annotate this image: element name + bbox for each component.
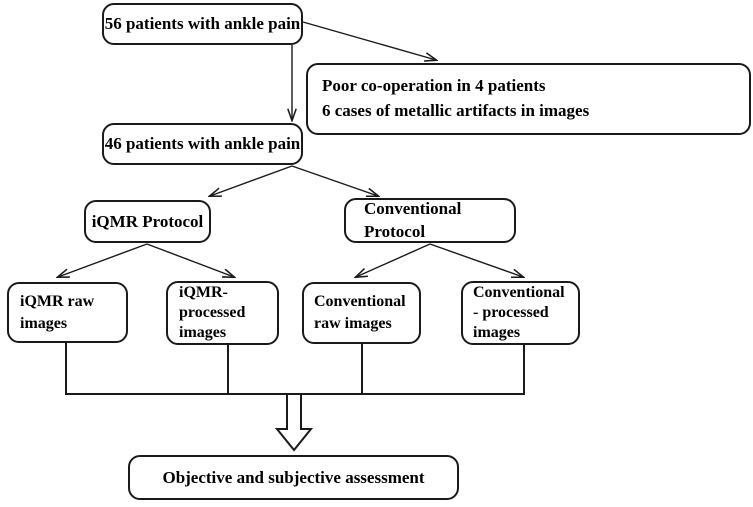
node-excluded-patients[interactable]: Poor co-operation in 4 patients 6 cases … (306, 63, 751, 135)
edge-included-to-iqmr-protocol (210, 165, 293, 196)
edge-included-to-conventional-protocol (291, 165, 378, 196)
node-conventional-protocol-line-2: Protocol (364, 221, 426, 241)
node-included-patients-line-1: 46 patients with ankle pain (104, 134, 301, 153)
node-iqmr-processed-images-line-1: iQMR- (179, 284, 228, 301)
node-total-patients-line-1: 56 patients with ankle pain (104, 14, 301, 33)
node-conventional-raw-images-line-2: raw images (314, 315, 392, 332)
node-iqmr-processed-images-line-3: images (179, 324, 227, 341)
node-conventional-raw-images[interactable]: Conventional raw images (302, 282, 421, 344)
node-included-patients[interactable]: 46 patients with ankle pain (102, 123, 303, 165)
edge-conventional-protocol-to-conventional-processed (429, 243, 523, 277)
node-assessment[interactable]: Objective and subjective assessment (128, 455, 459, 500)
node-iqmr-protocol[interactable]: iQMR Protocol (84, 200, 211, 243)
node-total-patients[interactable]: 56 patients with ankle pain (102, 3, 303, 45)
node-iqmr-processed-images[interactable]: iQMR- processed images (166, 281, 279, 345)
node-conventional-processed-images-line-3: images (473, 324, 521, 341)
node-assessment-line-1: Objective and subjective assessment (162, 467, 425, 487)
edge-iqmr-protocol-to-iqmr-processed (146, 243, 234, 277)
node-conventional-protocol[interactable]: Conventional Protocol (344, 198, 516, 243)
edge-total-to-excluded (302, 21, 436, 60)
node-excluded-line-2: 6 cases of metallic artifacts in images (322, 101, 590, 120)
edge-iqmr-protocol-to-iqmr-raw (58, 243, 148, 277)
node-conventional-processed-images[interactable]: Conventional - processed images (461, 281, 580, 345)
node-conventional-processed-images-line-1: Conventional (473, 284, 565, 301)
hollow-block-arrow (274, 393, 314, 452)
node-iqmr-protocol-line-1: iQMR Protocol (91, 211, 204, 231)
node-iqmr-processed-images-line-2: processed (179, 304, 246, 321)
node-excluded-line-1: Poor co-operation in 4 patients (322, 76, 546, 96)
edge-conventional-protocol-to-conventional-raw (356, 243, 431, 277)
node-iqmr-raw-images[interactable]: iQMR raw images (7, 282, 128, 343)
node-iqmr-raw-images-line-2: images (20, 314, 68, 332)
node-conventional-protocol-line-1: Conventional (364, 199, 462, 219)
node-conventional-processed-images-line-2: - processed (473, 304, 549, 321)
node-conventional-raw-images-line-1: Conventional (314, 293, 406, 311)
node-iqmr-raw-images-line-1: iQMR raw (20, 292, 95, 310)
